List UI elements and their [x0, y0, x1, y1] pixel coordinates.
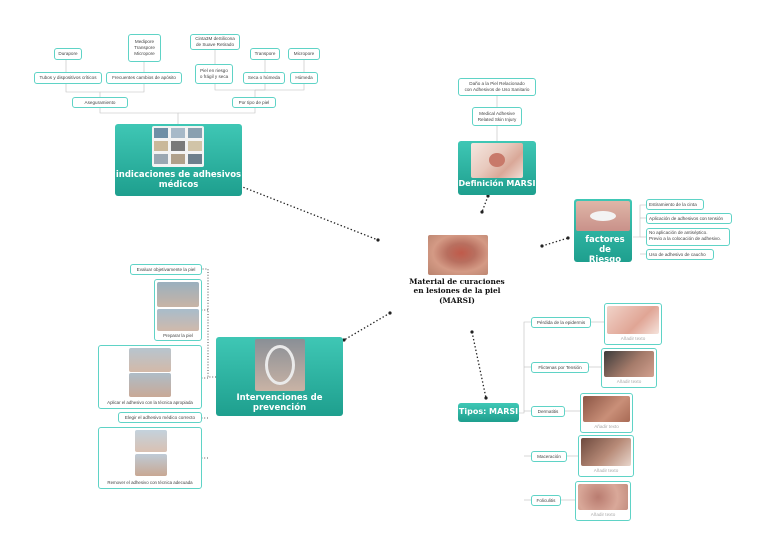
tipo-item-perdida-epidermis[interactable]: Pérdida de la epidermis: [531, 317, 591, 328]
factores-topic[interactable]: factores de Riesgo: [574, 199, 632, 266]
node-medipore[interactable]: Medipore Transpore Micropore: [128, 34, 161, 62]
remover-image: [135, 454, 167, 476]
intervenciones-title-line: Intervenciones de: [236, 393, 323, 403]
node-medical-adhesive-line: Related Skin Injury: [477, 116, 517, 122]
central-topic-title[interactable]: Material de curaciones en lesiones de la…: [398, 277, 516, 305]
aplicar-image: [129, 348, 171, 372]
tipo-image-card[interactable]: Añadir texto: [575, 481, 631, 521]
maceration-image: [581, 438, 631, 466]
definicion-image: [471, 143, 523, 178]
epidermis-loss-image: [607, 306, 659, 334]
factor-item-line: Previo a la colocación de adhesivo.: [649, 235, 722, 241]
factores-title-line: factores de: [585, 235, 625, 256]
node-piel-fragil[interactable]: Piel en riesgo o frágil y seca: [195, 64, 233, 84]
factor-item[interactable]: Uso de adhesivo de caucho: [646, 249, 714, 260]
node-por-tipo-piel[interactable]: Por tipo de piel: [232, 97, 276, 108]
definicion-title: Definición MARSI: [458, 179, 536, 188]
medical-adhesives-image: [152, 126, 204, 167]
node-piel-fragil-line: o frágil y seca: [199, 74, 229, 79]
node-piel-fragil-line: Piel en riesgo: [200, 68, 228, 74]
tipos-title: Tipos: MARSI: [458, 407, 519, 416]
remover-caption: Remover el adhesivo con técnica adecuada: [107, 480, 193, 485]
tipos-topic[interactable]: Tipos: MARSI: [458, 403, 519, 422]
card-remover-adhesivo[interactable]: Remover el adhesivo con técnica adecuada: [98, 427, 202, 489]
node-dano-piel[interactable]: Daño a la Piel Relacionado con Adhesivos…: [458, 78, 536, 96]
central-skin-image: [428, 235, 488, 275]
tipo-image-card[interactable]: Añadir texto: [580, 393, 633, 433]
node-medipore-line: Transpore: [134, 45, 155, 51]
indicaciones-title-line: médicos: [158, 180, 199, 191]
added-text-label: Añadir texto: [594, 424, 619, 429]
preparar-image: [157, 309, 199, 331]
node-evaluar-piel[interactable]: Evaluar objetivamente la piel: [130, 264, 202, 275]
aplicar-caption: Aplicar el adhesivo con la técnica aprop…: [107, 400, 193, 405]
added-text-label: Añadir texto: [616, 379, 642, 384]
node-tubos-dispositivos[interactable]: Tubos y dispositivos críticos: [34, 72, 102, 84]
node-humeda[interactable]: Húmeda: [290, 72, 318, 84]
node-micropore[interactable]: Micropore: [288, 48, 320, 60]
added-text-label: Añadir texto: [593, 468, 619, 473]
node-cinta-silicona-line: de Suave Retirado: [195, 42, 235, 47]
node-transpore[interactable]: Transpore: [250, 48, 280, 60]
node-durapore[interactable]: Durapore: [54, 48, 82, 60]
node-cinta-silicona-line: Cinta3M deSilicona: [195, 36, 235, 42]
node-medical-adhesive[interactable]: Medical Adhesive Related Skin Injury: [472, 107, 522, 126]
intervenciones-topic[interactable]: Intervenciones de prevención: [216, 337, 343, 416]
tipo-item-dermatitis[interactable]: Dermatitis: [531, 406, 565, 417]
dermatitis-image: [583, 396, 630, 422]
node-medipore-line: Medipore: [134, 39, 155, 45]
aplicar-image: [129, 373, 171, 397]
tipo-item-flictenas[interactable]: Flictenas por Tensión: [531, 362, 589, 373]
node-cinta-silicona[interactable]: Cinta3M deSilicona de Suave Retirado: [190, 34, 240, 50]
central-title-line: (MARSI): [439, 295, 475, 305]
node-aseguramiento[interactable]: Aseguramiento: [72, 97, 128, 108]
tipo-item-maceracion[interactable]: Maceración: [531, 451, 567, 462]
node-dano-piel-line: Daño a la Piel Relacionado: [469, 81, 525, 87]
tipo-image-card[interactable]: Añadir texto: [578, 435, 634, 477]
factor-item[interactable]: No aplicación de antiséptico. Previo a l…: [646, 228, 730, 246]
definicion-topic[interactable]: Definición MARSI: [458, 141, 536, 195]
node-elegir-adhesivo[interactable]: Elegir el adhesivo médico correcto: [118, 412, 202, 423]
intervenciones-image: [255, 339, 305, 391]
tipo-image-card[interactable]: Añadir texto: [604, 303, 662, 345]
card-aplicar-adhesivo[interactable]: Aplicar el adhesivo con la técnica aprop…: [98, 345, 202, 409]
tension-blisters-image: [604, 351, 654, 377]
factor-item[interactable]: Estiramiento de la cinta: [646, 199, 704, 210]
preparar-image: [157, 282, 199, 307]
tipo-item-foliculitis[interactable]: Foliculitis: [531, 495, 561, 506]
node-seca-humeda[interactable]: Seca o húmeda: [243, 72, 285, 84]
added-text-label: Añadir texto: [620, 336, 646, 341]
node-dano-piel-line: con Adhesivos de Uso Sanitario: [464, 87, 530, 92]
added-text-label: Añadir texto: [590, 512, 616, 517]
factores-title-line: Riesgo: [588, 255, 622, 266]
card-preparar-piel[interactable]: Preparar la piel: [154, 279, 202, 341]
folliculitis-image: [578, 484, 628, 510]
indicaciones-title-line: indicaciones de adhesivos: [115, 170, 242, 180]
factor-item[interactable]: Aplicación de adhesivos con tensión: [646, 213, 732, 224]
preparar-caption: Preparar la piel: [163, 333, 193, 338]
node-medical-adhesive-line: Medical Adhesive: [479, 110, 515, 116]
tipo-image-card[interactable]: Añadir texto: [601, 348, 657, 388]
central-title-line: en lesiones de la piel: [413, 286, 501, 296]
central-title-line: Material de curaciones: [409, 277, 505, 286]
factor-item-line: No aplicación de antiséptico.: [649, 230, 708, 235]
node-medipore-line: Micropore: [134, 50, 155, 56]
remover-image: [135, 430, 167, 452]
factores-image: [576, 201, 630, 231]
node-frecuentes-cambios[interactable]: Frecuentes cambios de apósito: [106, 72, 182, 84]
indicaciones-topic[interactable]: indicaciones de adhesivos médicos: [115, 124, 242, 196]
intervenciones-title-line: prevención: [252, 403, 307, 414]
